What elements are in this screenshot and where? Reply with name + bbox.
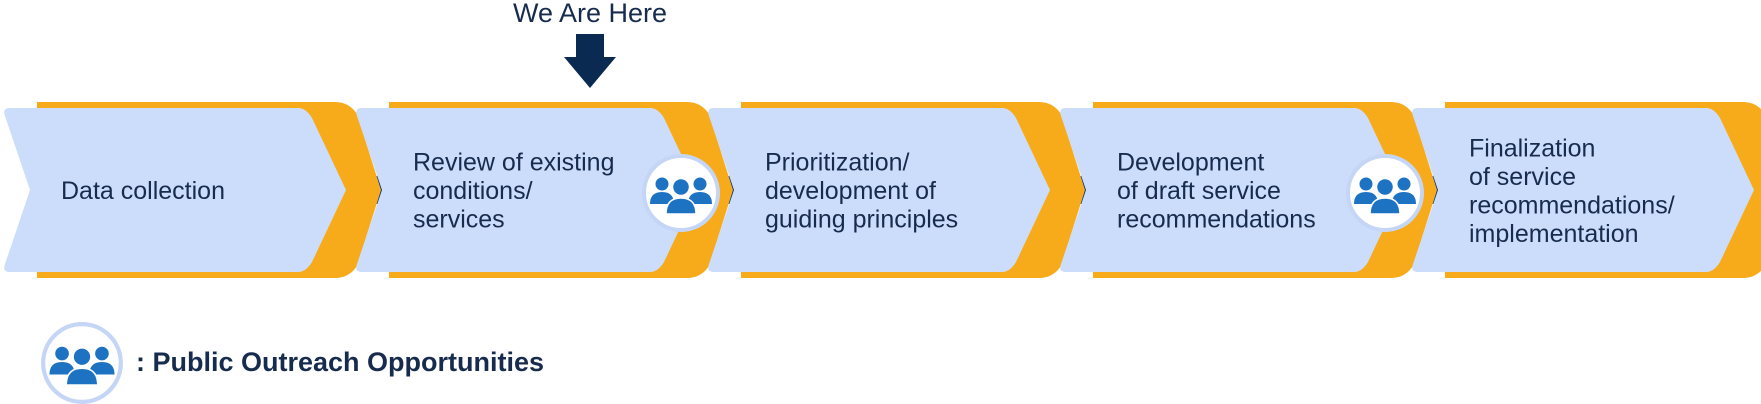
chevron-body (708, 108, 1050, 272)
process-step-1: Data collection (4, 102, 381, 278)
step-label-line: conditions/ (413, 177, 533, 205)
step-label-line: services (413, 206, 505, 234)
step-label-line: Prioritization/ (765, 149, 910, 177)
legend-label: : Public Outreach Opportunities (136, 347, 544, 377)
step-label-line: of service (1469, 163, 1576, 191)
step-label-line: recommendations (1117, 206, 1316, 234)
step-label-line: Finalization (1469, 134, 1595, 162)
step-label-line: guiding principles (765, 206, 958, 234)
people-group-icon (41, 322, 123, 404)
chevron-body (1412, 108, 1754, 272)
legend-people-group-icon (41, 322, 123, 404)
outreach-icons (642, 154, 1424, 232)
down-arrow-icon (564, 34, 616, 88)
step-label-line: of draft service (1117, 177, 1281, 205)
step-label-line: Review of existing (413, 149, 614, 177)
chevron-body (1060, 108, 1402, 272)
marker-label: We Are Here (513, 0, 667, 28)
chevron-body (4, 108, 346, 272)
process-steps: Data collection Review of existingconditi… (4, 102, 1761, 278)
current-stage-marker: We Are Here (513, 0, 667, 88)
chevron-body (356, 108, 698, 272)
legend: : Public Outreach Opportunities (41, 322, 544, 404)
step-label-line: implementation (1469, 220, 1639, 248)
step-label-line: Data collection (61, 177, 225, 205)
people-group-icon (642, 154, 720, 232)
people-group-icon (1346, 154, 1424, 232)
step-label-line: development of (765, 177, 936, 205)
step-label-line: recommendations/ (1469, 191, 1675, 219)
step-label-line: Development (1117, 149, 1264, 177)
